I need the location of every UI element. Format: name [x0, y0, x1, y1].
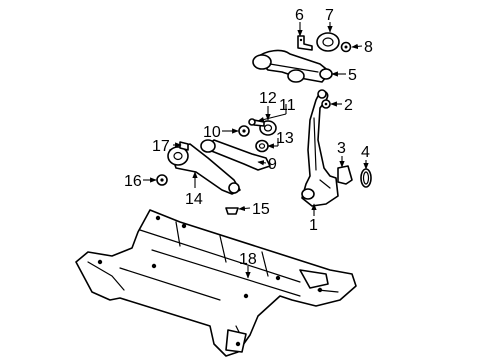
callout-17: 17	[152, 138, 170, 155]
upper-arm-nut	[340, 41, 352, 53]
callout-2: 2	[344, 97, 353, 114]
upper-arm-bushing	[316, 32, 340, 52]
upper-arm-bolt	[297, 35, 313, 51]
lower-arm-nut	[156, 174, 168, 186]
hub-seal	[337, 165, 353, 185]
callout-18: 18	[239, 251, 257, 268]
lower-arm-cap	[225, 207, 239, 215]
callout-1: 1	[309, 217, 318, 234]
snap-ring	[360, 168, 372, 188]
callout-4: 4	[361, 144, 370, 161]
callout-12: 12	[259, 90, 277, 107]
steering-knuckle	[301, 89, 339, 207]
bushing-washer	[238, 125, 250, 137]
callout-5: 5	[348, 67, 357, 84]
lower-bushing	[255, 139, 269, 153]
callout-14: 14	[185, 191, 203, 208]
upper-control-arm	[252, 49, 333, 83]
callout-6: 6	[295, 7, 304, 24]
callout-13: 13	[276, 130, 294, 147]
callout-8: 8	[364, 39, 373, 56]
strut-bolt	[248, 118, 265, 127]
lower-arm-bolt	[179, 141, 189, 151]
callout-16: 16	[124, 173, 142, 190]
crossmember-frame	[75, 209, 357, 357]
lower-control-arm	[167, 143, 241, 195]
callout-3: 3	[337, 140, 346, 157]
tension-strut	[200, 139, 271, 171]
knuckle-nut	[321, 99, 331, 109]
callout-11: 11	[279, 97, 296, 114]
callout-10: 10	[203, 124, 221, 141]
leader-lines	[143, 22, 369, 279]
callout-labels: 1 2 3 4 5 6 7 8 9 10 11 12 13 14 15 16 1…	[124, 7, 373, 268]
callout-9: 9	[268, 156, 277, 173]
callout-15: 15	[252, 201, 270, 218]
callout-7: 7	[325, 7, 334, 24]
